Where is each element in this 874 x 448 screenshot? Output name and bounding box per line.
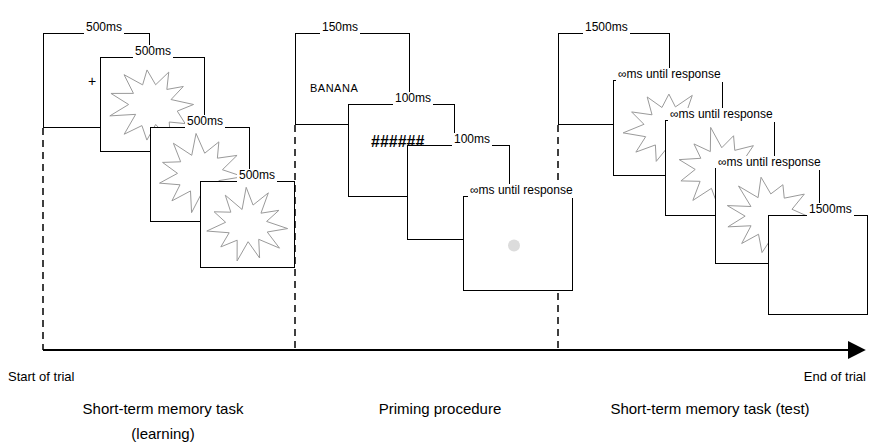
duration-label: 150ms: [320, 21, 360, 35]
stage-label: Short-term memory task (learning): [53, 396, 273, 446]
stimulus-frame: 1500ms: [768, 215, 868, 315]
duration-holder: 500ms: [185, 111, 225, 129]
duration-holder: 150ms: [320, 17, 360, 35]
stimulus-holder: +: [88, 72, 96, 90]
duration-label: ∞ms until response: [468, 184, 575, 198]
duration-label: 500ms: [84, 21, 124, 35]
stimulus-holder: BANANA: [310, 78, 358, 96]
duration-label: 100ms: [393, 92, 433, 106]
stimulus-frame: 500ms: [200, 181, 295, 268]
timeline-end-label: Start of trial: [8, 364, 148, 389]
timeline-end-label: End of trial: [726, 364, 866, 389]
duration-holder: ∞ms until response: [668, 104, 775, 122]
duration-holder: ∞ms until response: [616, 64, 723, 82]
duration-holder: ∞ms until response: [468, 180, 575, 198]
duration-holder: ∞ms until response: [716, 152, 823, 170]
duration-label: ∞ms until response: [716, 156, 823, 170]
grey-dot: [508, 240, 520, 252]
duration-holder: 1500ms: [583, 17, 630, 35]
duration-label: 500ms: [237, 169, 277, 183]
time-arrow: [43, 349, 864, 351]
duration-holder: 500ms: [133, 41, 173, 59]
stage-divider: [42, 128, 44, 350]
duration-label: 1500ms: [807, 203, 854, 217]
stimulus-text: +: [88, 73, 96, 89]
duration-holder: 1500ms: [807, 199, 854, 217]
stage-label: Short-term memory task (test): [600, 396, 820, 421]
duration-label: 500ms: [185, 115, 225, 129]
duration-holder: 100ms: [452, 129, 492, 147]
star-outline: [207, 187, 288, 261]
duration-holder: 500ms: [237, 165, 277, 183]
star-stimulus: [201, 182, 294, 267]
duration-label: 500ms: [133, 45, 173, 59]
stimulus-frame: ∞ms until response: [463, 196, 573, 291]
duration-label: ∞ms until response: [616, 68, 723, 82]
duration-label: 1500ms: [583, 21, 630, 35]
probe-dot: [464, 197, 572, 290]
duration-label: 100ms: [452, 133, 492, 147]
duration-holder: 500ms: [84, 17, 124, 35]
stimulus-text: BANANA: [310, 82, 358, 95]
duration-label: ∞ms until response: [668, 108, 775, 122]
duration-holder: 100ms: [393, 88, 433, 106]
stage-label: Priming procedure: [330, 396, 550, 421]
